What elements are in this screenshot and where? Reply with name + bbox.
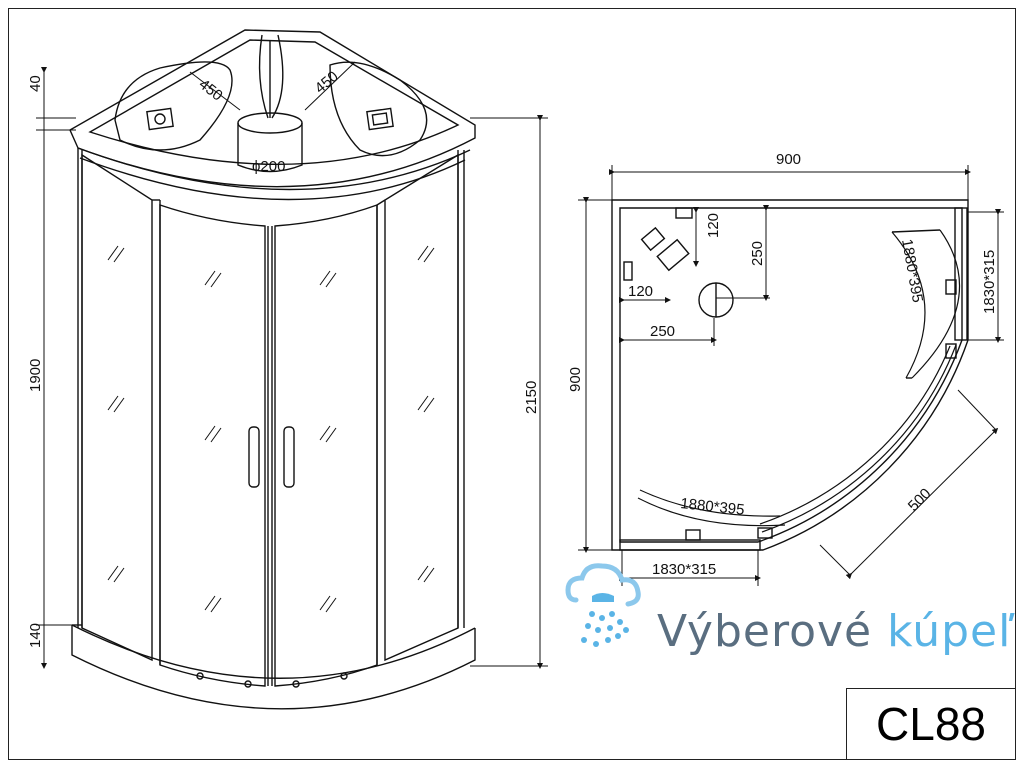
dim-drain-250-vertical: 250: [749, 241, 766, 266]
dim-fixed-1830-right: 1830*315: [981, 250, 998, 314]
right-door-handle: [283, 426, 295, 488]
roof-inner: [88, 39, 460, 165]
roof-left-pad: [114, 61, 233, 151]
dim-fixed-1830-bottom: 1830*315: [652, 561, 716, 578]
front-dimension-lines: [36, 67, 548, 669]
dim-glass-1880-right: 1880*395: [898, 238, 926, 304]
dim-plan-depth-900: 900: [567, 367, 584, 392]
cloud-shower-icon: [565, 563, 641, 647]
plan-dimension-lines: [578, 165, 1004, 586]
right-door: [274, 204, 378, 687]
model-label: CL88: [876, 698, 986, 750]
dim-drain-200: ϕ200: [252, 158, 285, 175]
dim-base-140: 140: [27, 623, 44, 648]
shower-tray: [71, 625, 476, 710]
dim-radius-500: 500: [905, 485, 935, 515]
watermark-logo: Výberové kúpeľ: [562, 562, 1024, 662]
front-view: [69, 29, 476, 710]
roof-right-pad: [329, 61, 428, 157]
dim-top-40: 40: [27, 75, 44, 92]
left-door-handle: [248, 426, 260, 488]
model-label-box: CL88: [846, 688, 1016, 760]
dim-offset-120-left: 120: [628, 283, 653, 300]
dim-offset-120-top: 120: [705, 213, 722, 238]
drawing-frame: [8, 8, 1016, 760]
dim-total-2150: 2150: [523, 381, 540, 414]
roof-rim: [77, 147, 471, 191]
dim-height-1900: 1900: [27, 359, 44, 392]
dim-plan-width-900: 900: [776, 151, 801, 168]
bottom-curved-glass: [637, 497, 786, 527]
dim-arm-450-right: 450: [312, 68, 342, 97]
watermark-text: Výberové kúpeľ: [657, 606, 1016, 657]
dim-drain-250-horizontal: 250: [650, 323, 675, 340]
right-curved-glass: [911, 229, 960, 379]
glass-reflection-marks: [107, 245, 435, 613]
dim-glass-1880-bottom: 1880*395: [680, 495, 746, 519]
left-door: [159, 204, 266, 687]
